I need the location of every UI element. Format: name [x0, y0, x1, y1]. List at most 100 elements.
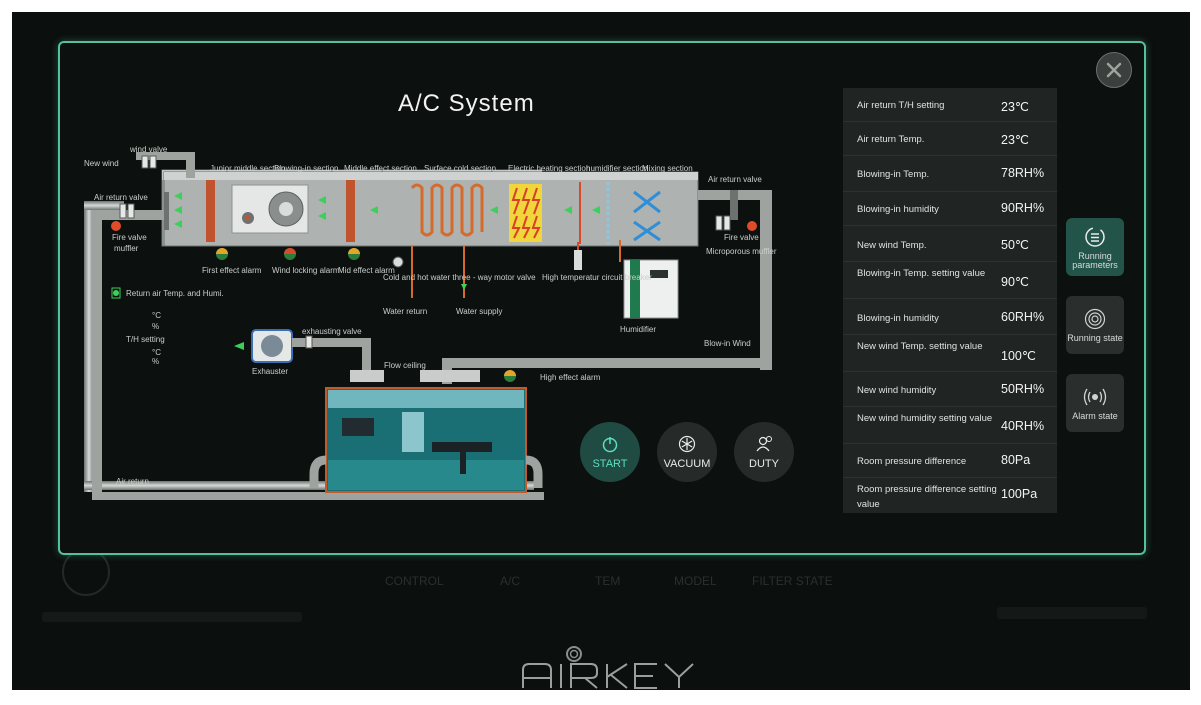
vacuum-label: VACUUM	[663, 457, 711, 470]
mixing-arrows-icon	[633, 190, 661, 242]
label-mid-effect-alarm: Mid effect alarm	[338, 266, 395, 275]
return-air-duct	[92, 210, 102, 500]
param-row: New wind Temp.50℃	[843, 226, 1057, 262]
label-wind-locking-alarm: Wind locking alarm	[272, 266, 340, 275]
duty-button[interactable]: DUTY	[734, 422, 794, 482]
duty-label: DUTY	[749, 457, 779, 470]
running-state-icon	[1084, 308, 1106, 330]
cooling-coil	[410, 183, 484, 237]
bottom-nav-ac[interactable]: A/C	[500, 574, 521, 588]
label-new-wind: New wind	[84, 159, 119, 168]
damper-icons	[119, 155, 731, 231]
label-air-return-valve-right: Air return valve	[708, 175, 762, 184]
middle-filter	[346, 180, 355, 242]
supply-duct-down	[760, 190, 772, 370]
airkey-logo	[522, 646, 694, 689]
snowflake-icon	[678, 435, 696, 452]
label-unit-pct-1: %	[152, 322, 159, 331]
label-fire-valve-right: Fire valve	[724, 233, 759, 242]
label-return-air-temp: Return air Temp. and Humi.	[126, 289, 224, 298]
close-icon	[1106, 62, 1122, 78]
fire-valve-icon	[111, 221, 121, 231]
param-row: Air return Temp.23℃	[843, 122, 1057, 156]
tray-icons	[997, 607, 1147, 619]
section-junior-middle: Junior middle section	[210, 164, 285, 173]
label-fire-valve: Fire valve	[112, 233, 147, 242]
breaker-icon	[574, 250, 582, 270]
exhaust-duct	[292, 338, 370, 347]
label-high-temp-breaker: High temperatur circuit breaker	[542, 273, 652, 282]
section-middle-effect: Middle effect section	[344, 164, 417, 173]
power-icon	[602, 436, 618, 452]
section-mixing: Mixing section	[642, 164, 693, 173]
start-button[interactable]: START	[580, 422, 640, 482]
bottom-nav-control[interactable]: CONTROL	[385, 574, 444, 588]
label-water-supply: Water supply	[456, 307, 502, 316]
duty-person-icon	[756, 435, 772, 451]
label-flow-ceiling: Flow ceiling	[384, 361, 426, 370]
return-duct-bottom	[84, 481, 534, 490]
motor-valve-icon	[392, 256, 404, 268]
return-duct-left	[84, 210, 94, 492]
bottom-nav-tem[interactable]: TEM	[595, 574, 621, 588]
page-title: A/C System	[398, 90, 535, 117]
label-th-setting: T/H setting	[126, 335, 165, 344]
label-exhausting-valve: exhausting valve	[302, 327, 362, 336]
ac-diagram-details: New wind wind valve Air return valve Fir…	[84, 145, 777, 500]
label-cold-hot-water: Cold and hot water three - way motor val…	[383, 273, 536, 282]
running-parameters-tab[interactable]: Running parameters	[1066, 218, 1124, 276]
bottom-nav-model[interactable]: MODEL	[674, 574, 717, 588]
section-surface-cold: Surface cold section	[424, 164, 496, 173]
label-wind-valve: wind valve	[129, 145, 168, 154]
label-unit-c-2: °C	[152, 348, 161, 357]
label-first-effect-alarm: First effect alarm	[202, 266, 262, 275]
airflow-arrows	[168, 192, 600, 228]
label-exhauster: Exhauster	[252, 367, 288, 376]
return-duct-inlet	[84, 201, 124, 210]
label-humidifier: Humidifier	[620, 325, 656, 334]
fire-valve-right-icon	[747, 221, 757, 231]
label-blow-in-wind: Blow-in Wind	[704, 339, 751, 348]
return-air-duct-bottom	[92, 492, 544, 500]
app-screen: CONTROL A/C TEM MODEL FILTER STATE A/C S…	[12, 12, 1190, 690]
label-high-effect-alarm: High effect alarm	[540, 373, 601, 382]
blow-in-duct	[444, 358, 766, 368]
label-muffler: muffler	[114, 244, 139, 253]
param-row: Blowing-in Temp.78RH%	[843, 156, 1057, 192]
bottom-nav-filter-state[interactable]: FILTER STATE	[752, 574, 833, 588]
label-air-return: Air return	[116, 477, 149, 486]
running-state-label: Running state	[1067, 333, 1123, 343]
return-air-sensor-icon	[111, 287, 121, 299]
label-air-return-valve: Air return valve	[94, 193, 148, 202]
label-unit-pct-2: %	[152, 357, 159, 366]
section-electric-heating: Electric heating section	[508, 164, 590, 173]
section-blowing-in: Blowing-in section	[274, 164, 338, 173]
label-water-return: Water return	[383, 307, 427, 316]
running-parameters-icon	[1085, 226, 1105, 247]
flow-ceiling-grille	[420, 370, 480, 382]
alarm-state-tab[interactable]: Alarm state	[1066, 374, 1124, 432]
status-footer	[42, 612, 302, 622]
junior-filter	[206, 180, 215, 242]
alarm-state-label: Alarm state	[1072, 411, 1118, 421]
close-button[interactable]	[1096, 52, 1132, 88]
running-state-tab[interactable]: Running state	[1066, 296, 1124, 354]
label-microporous-muffler: Microporous muffler	[706, 247, 777, 256]
exhaust-grille	[350, 370, 384, 382]
start-label: START	[592, 457, 628, 470]
vacuum-button[interactable]: VACUUM	[657, 422, 717, 482]
exhaust-fan-icon	[261, 335, 283, 357]
background-gear-icon[interactable]	[62, 548, 110, 596]
running-parameters-label: Running parameters	[1072, 250, 1118, 270]
section-humidifier: humidifier section	[586, 164, 648, 173]
